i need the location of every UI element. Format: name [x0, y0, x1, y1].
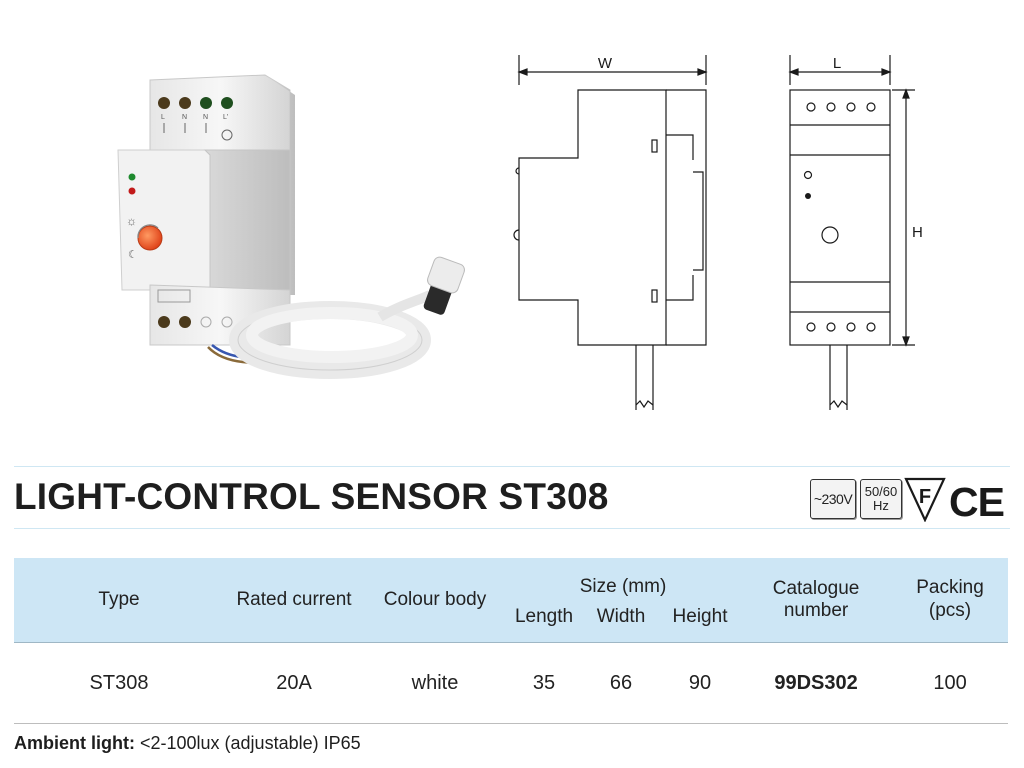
frequency-badge: 50/60 Hz: [860, 479, 902, 519]
header-packing-line1: Packing: [916, 577, 984, 599]
product-photo: L N N L' ☼ ☾: [117, 74, 465, 379]
cell-catalogue-number: 99DS302: [740, 642, 893, 724]
header-width: Width: [582, 602, 660, 643]
product-title: LIGHT-CONTROL SENSOR ST308: [14, 476, 609, 517]
header-length: Length: [506, 602, 582, 643]
title-rule-top: [14, 466, 1010, 467]
header-packing: Packing (pcs): [892, 558, 1009, 643]
ce-mark: CE: [949, 479, 1004, 522]
terminal-label: L': [223, 114, 228, 121]
height-label: H: [912, 224, 923, 241]
cell-width: 66: [582, 642, 660, 724]
compliance-marks: F CE: [904, 477, 1005, 522]
cell-length: 35: [506, 642, 582, 724]
frequency-unit: Hz: [873, 498, 889, 513]
cell-type: ST308: [14, 642, 224, 724]
header-size-group: Size (mm): [506, 558, 741, 602]
ambient-light-note: Ambient light: <2-100lux (adjustable) IP…: [14, 733, 361, 754]
header-type: Type: [14, 558, 224, 643]
voltage-badge: ~230V: [810, 479, 856, 519]
f-mark-triangle: [904, 477, 946, 522]
cell-height: 90: [660, 642, 741, 724]
cell-rated-current: 20A: [224, 642, 364, 724]
red-led: [128, 187, 136, 195]
header-rated-current: Rated current: [224, 558, 364, 643]
sensitivity-knob: [137, 225, 163, 251]
header-colour-body: Colour body: [364, 558, 506, 643]
title-rule-bottom: [14, 528, 1010, 529]
ambient-light-label: Ambient light:: [14, 733, 135, 753]
terminal-label: N: [182, 114, 187, 121]
frequency-value: 50/60: [864, 484, 898, 500]
certification-marks: ~230V 50/60 Hz F CE: [808, 474, 1014, 524]
length-label: L: [833, 55, 841, 72]
cell-packing: 100: [892, 642, 1009, 724]
technical-drawing-length-height: L H: [788, 55, 923, 410]
header-catalogue-number: Catalogue number: [740, 558, 893, 643]
sun-icon: ☼: [126, 214, 137, 228]
moon-icon: ☾: [128, 249, 138, 261]
header-height: Height: [660, 602, 741, 643]
technical-drawing-width: W: [513, 55, 708, 410]
ambient-light-value: <2-100lux (adjustable) IP65: [134, 733, 361, 753]
header-packing-line2: (pcs): [928, 600, 972, 621]
f-mark: F: [919, 486, 931, 508]
terminal-label: N: [203, 114, 208, 121]
width-label: W: [598, 55, 613, 72]
specification-table: Type Rated current Colour body Size (mm)…: [14, 558, 1009, 724]
green-led: [128, 173, 136, 181]
table-row: ST308 20A white 35 66 90 99DS302 100: [14, 642, 1009, 724]
top-terminals: [158, 97, 233, 109]
terminal-label: L: [161, 114, 165, 121]
cell-colour-body: white: [364, 642, 506, 724]
